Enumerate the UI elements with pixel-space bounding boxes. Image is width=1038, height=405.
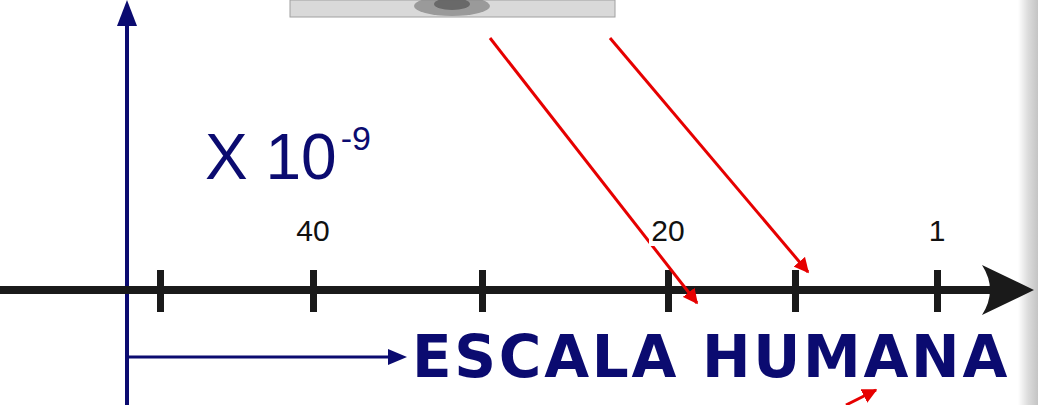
photo-fragment bbox=[290, 0, 615, 17]
exponent: -9 bbox=[341, 121, 371, 155]
tick-label: 1 bbox=[927, 216, 948, 246]
tick-label: 1 bbox=[927, 216, 948, 246]
scale-factor: X 10 bbox=[205, 125, 337, 189]
exponent: -9 bbox=[341, 121, 371, 155]
tick-label: 20 bbox=[649, 216, 686, 246]
scale-factor: X 10 bbox=[205, 125, 337, 189]
vertical-axis bbox=[117, 0, 137, 405]
scale-arrow bbox=[129, 349, 407, 365]
scale-title: ESCALA HUMANA bbox=[412, 328, 1010, 386]
horizontal-axis bbox=[0, 265, 1034, 315]
scale-title: ESCALA HUMANA bbox=[412, 328, 1010, 386]
tick-label: 20 bbox=[649, 216, 686, 246]
tick-label: 40 bbox=[294, 216, 331, 246]
edge-strip bbox=[1018, 0, 1038, 405]
tick-label: 40 bbox=[294, 216, 331, 246]
